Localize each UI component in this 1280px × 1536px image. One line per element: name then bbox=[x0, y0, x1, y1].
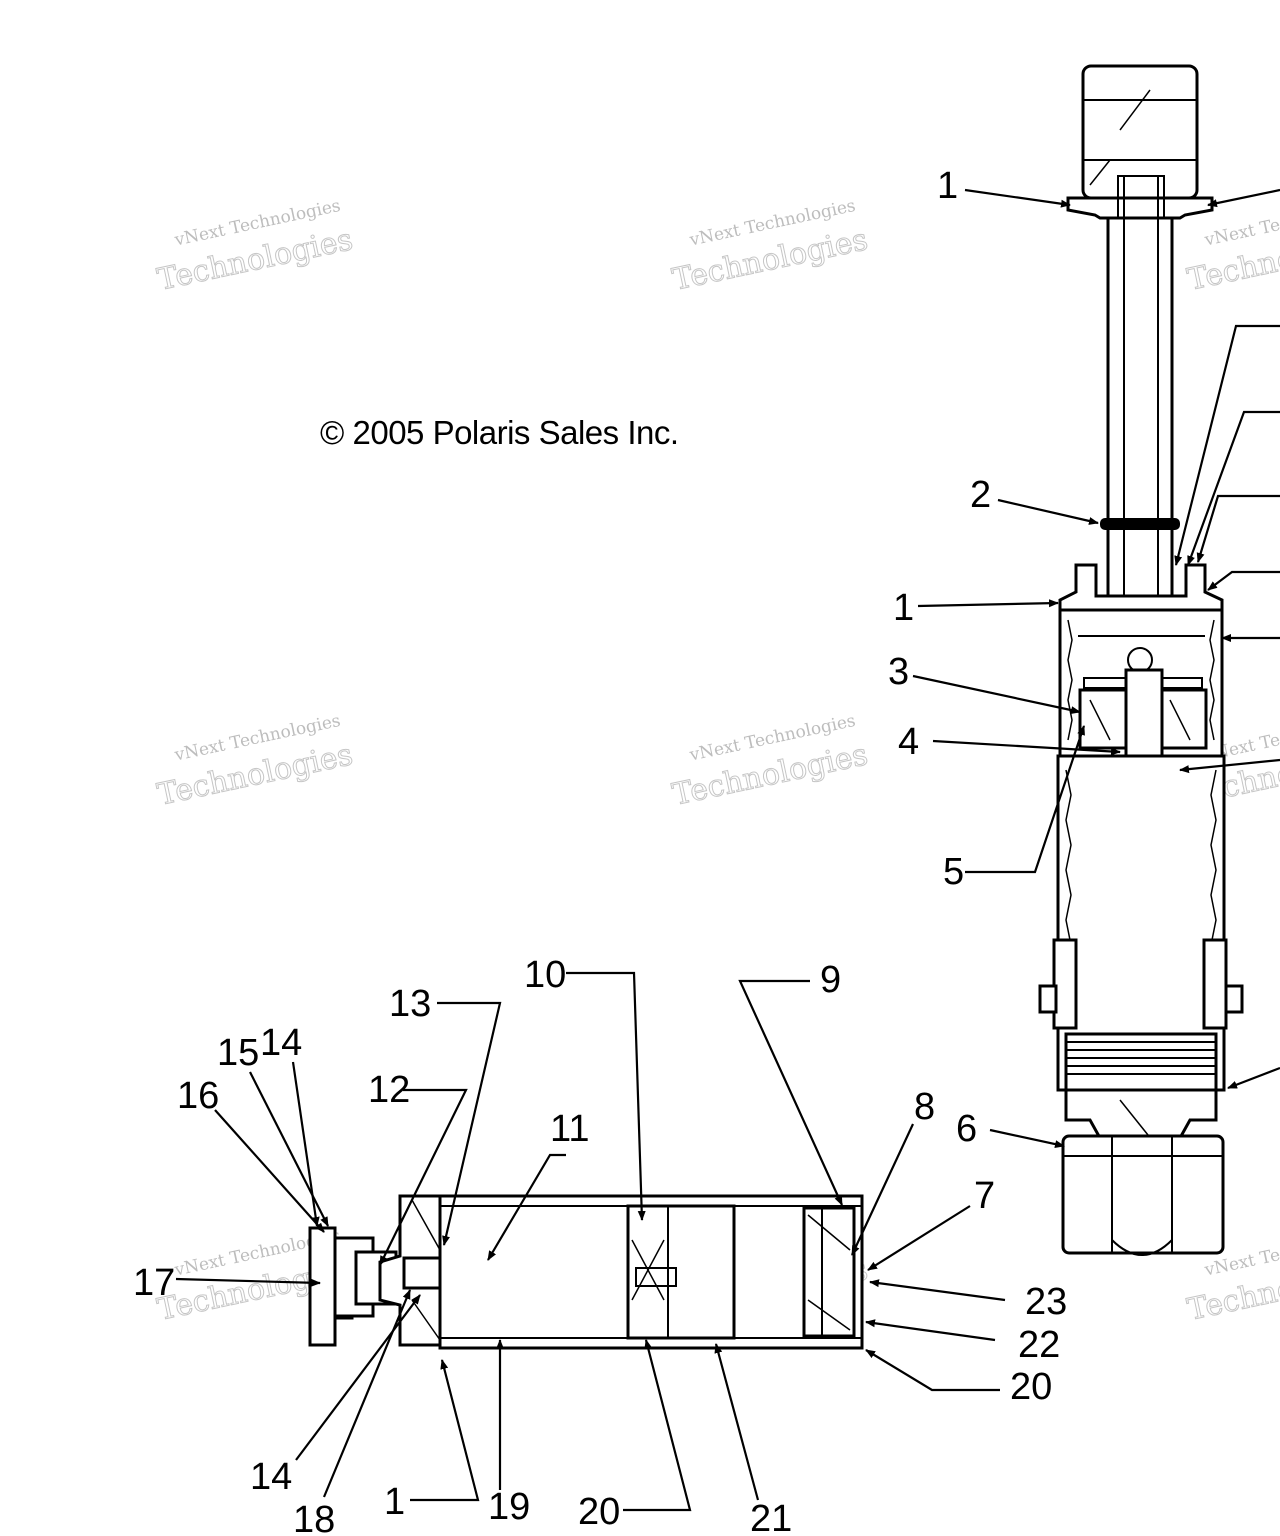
callout-16: 16 bbox=[177, 1075, 219, 1117]
watermark: vNext Technologies Technologies bbox=[154, 711, 356, 813]
callout-7: 7 bbox=[974, 1175, 995, 1217]
callout-labels: 1 2 1 3 4 5 6 7 8 9 10 11 12 13 14 15 16… bbox=[133, 165, 1067, 1536]
floating-piston bbox=[626, 1204, 736, 1340]
callout-3: 3 bbox=[888, 651, 909, 693]
callout-5: 5 bbox=[943, 851, 964, 893]
callout-20: 20 bbox=[1010, 1366, 1052, 1408]
top-eyelet bbox=[1081, 64, 1199, 200]
o-ring bbox=[1100, 518, 1180, 530]
copyright-notice: © 2005 Polaris Sales Inc. bbox=[320, 414, 679, 451]
bottom-mount bbox=[1064, 1088, 1218, 1140]
callout-4: 4 bbox=[898, 721, 919, 763]
callout-20: 20 bbox=[578, 1491, 620, 1533]
reservoir-assembly bbox=[308, 1194, 864, 1350]
callout-2: 2 bbox=[970, 474, 991, 516]
shock-shaft bbox=[1106, 216, 1174, 598]
bottom-eyelet bbox=[1061, 1134, 1225, 1255]
callout-17: 17 bbox=[133, 1262, 175, 1304]
callout-8: 8 bbox=[914, 1086, 935, 1128]
watermark: vNext Technologies Technologies bbox=[669, 711, 871, 813]
callout-1: 1 bbox=[893, 587, 914, 629]
callout-6: 6 bbox=[956, 1108, 977, 1150]
top-mount-flange bbox=[1066, 196, 1214, 220]
watermark: vNext Technologies Technologies bbox=[669, 196, 871, 298]
callout-9: 9 bbox=[820, 959, 841, 1001]
callout-1: 1 bbox=[384, 1481, 405, 1523]
callout-22: 22 bbox=[1018, 1324, 1060, 1366]
body-threads bbox=[1064, 1032, 1218, 1092]
body-cap bbox=[1058, 563, 1224, 614]
callout-21: 21 bbox=[750, 1498, 792, 1536]
callout-14: 14 bbox=[250, 1456, 292, 1498]
callout-19: 19 bbox=[488, 1486, 530, 1528]
callout-13: 13 bbox=[389, 983, 431, 1025]
callout-12: 12 bbox=[368, 1069, 410, 1111]
callout-23: 23 bbox=[1025, 1281, 1067, 1323]
callout-1: 1 bbox=[937, 165, 958, 207]
watermark: vNext Technologies Technologies bbox=[154, 196, 356, 298]
callout-10: 10 bbox=[524, 954, 566, 996]
callout-18: 18 bbox=[293, 1499, 335, 1536]
vertical-shock-assembly bbox=[1038, 64, 1244, 1256]
end-plug bbox=[802, 1206, 856, 1338]
leader-lines bbox=[175, 188, 1280, 1512]
callout-14: 14 bbox=[260, 1022, 302, 1064]
callout-11: 11 bbox=[550, 1108, 589, 1150]
spring-collar bbox=[1052, 938, 1078, 1030]
callout-15: 15 bbox=[217, 1032, 259, 1074]
